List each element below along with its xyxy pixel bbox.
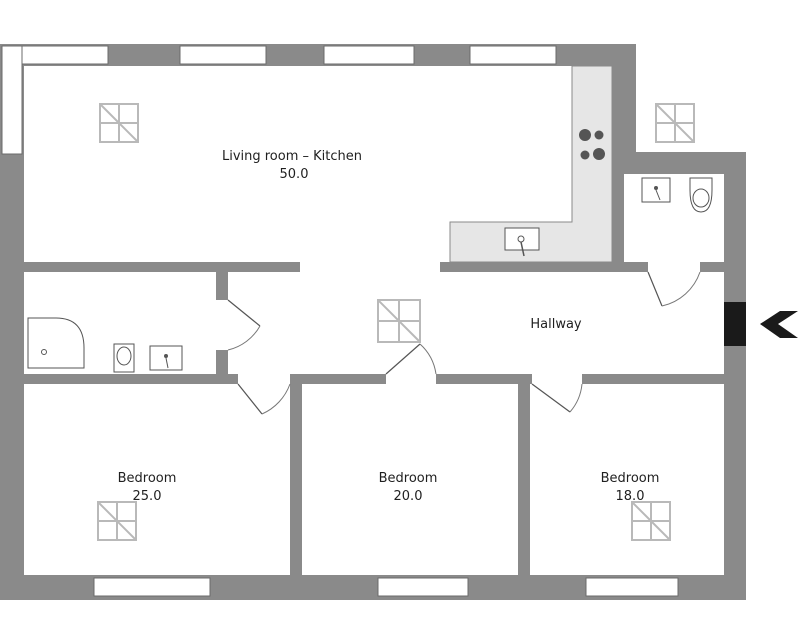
window-top-3: [323, 45, 415, 65]
burner-icon: [593, 148, 605, 160]
toilet-icon: [689, 177, 713, 213]
window-top-2: [179, 45, 267, 65]
doors: [227, 271, 701, 415]
burner-icon: [580, 150, 590, 160]
bathroom-right-fixtures: [641, 177, 713, 213]
hallway-name: Hallway: [530, 317, 582, 332]
burner-icon: [594, 130, 604, 140]
window-top-left-corner: [1, 45, 23, 155]
entrance-door: [724, 302, 746, 346]
bedroom-1-name: Bedroom: [118, 471, 177, 486]
bedroom-2-area: 20.0: [394, 489, 423, 504]
window-top-4: [469, 45, 557, 65]
living-kitchen-name: Living room – Kitchen: [222, 149, 362, 164]
living-kitchen-area: 50.0: [280, 167, 309, 182]
shower-icon: [27, 317, 85, 369]
kitchen-counter: [449, 65, 613, 263]
watermark: [97, 103, 695, 541]
toilet-icon: [113, 343, 135, 373]
burner-icon: [579, 129, 591, 141]
window-top-1: [21, 45, 109, 65]
bedroom-1-area: 25.0: [133, 489, 162, 504]
inner-walls: [24, 174, 724, 576]
window-bottom-2: [377, 577, 469, 597]
entrance-arrow-icon: [760, 311, 798, 338]
bedroom-3-name: Bedroom: [601, 471, 660, 486]
windows: [1, 45, 679, 597]
window-bottom-3: [585, 577, 679, 597]
bedroom-2-name: Bedroom: [379, 471, 438, 486]
bathroom-left-fixtures: [27, 317, 183, 373]
window-bottom-1: [93, 577, 211, 597]
bedroom-3-area: 18.0: [616, 489, 645, 504]
